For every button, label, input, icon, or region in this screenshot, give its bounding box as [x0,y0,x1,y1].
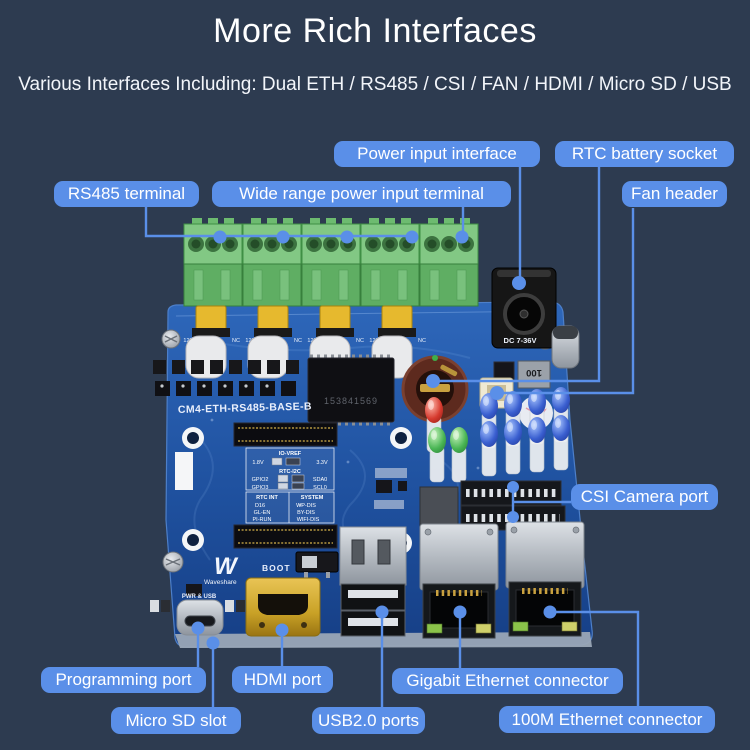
silk-nc: NC [418,338,426,344]
callout-line-fan-header [497,208,635,395]
label-rs485-terminal: RS485 terminal [54,181,199,207]
callout-dot-wide-range [455,230,469,244]
callout-dot-csi-2 [507,511,519,523]
inductor-marking: 100 [526,367,542,378]
callout-dots [191,230,557,650]
callout-lines [144,167,640,707]
silk-pi-run: PI-RUN [253,517,272,523]
callout-dot-rtc-battery [426,374,440,388]
small-ics [374,468,407,509]
label-programming-port: Programming port [41,667,206,693]
callout-dot-rs485-3 [340,230,354,244]
brand-text: Waveshare [204,579,237,586]
callout-dot-micro-sd [206,636,220,650]
label-hdmi-port: HDMI port [232,666,333,693]
transistor-array [153,360,299,396]
callout-dot-hdmi [275,623,289,637]
silk-nc: NC [294,338,302,344]
dc-jack [491,267,557,349]
led-blue [527,416,547,473]
boot-silk: BOOT [262,563,291,573]
silk-gpio3: GPIO3 [252,485,269,491]
silk-gl-en: GL-EN [254,510,271,516]
label-rtc-battery-socket: RTC battery socket [555,141,734,167]
callout-line-rs485 [144,207,413,238]
power-inductor: 100 [517,360,551,389]
boot-switch [295,551,339,578]
rs485-terminal-blocks [183,217,479,307]
waveshare-logo: W Waveshare [204,553,239,586]
capacitor [551,325,580,369]
bottom-passives [150,584,245,612]
silk-by-dis: BY-DIS [297,510,315,516]
brand-mark: W [214,553,239,580]
silk-scl0: SCL0 [313,485,327,491]
silk-d16: D16 [255,503,265,509]
callout-dot-usb20 [375,605,389,619]
silk-gpio2: GPIO2 [252,477,269,483]
callout-dot-programming [191,621,205,635]
silk-wp-dis: WP-DIS [296,503,316,509]
label-usb20-ports: USB2.0 ports [312,707,425,734]
callout-dot-rs485-2 [276,230,290,244]
b2b-connector [233,524,338,549]
hdmi-connector [245,577,321,637]
callout-dot-rs485-1 [213,230,227,244]
callout-dot-power-input [512,276,526,290]
usb-c-port [176,599,224,636]
callout-dot-rs485-4 [405,230,419,244]
callout-dot-gigabit [453,605,467,619]
label-csi-camera-port: CSI Camera port [571,484,718,510]
label-power-input-interface: Power input interface [334,141,540,167]
silk-nc: NC [356,338,364,344]
page-subtitle: Various Interfaces Including: Dual ETH /… [18,74,732,95]
b2b-connector [233,422,338,447]
silk-1v8: 1.8V [252,460,264,466]
silk-io-vref: IO-VREF [279,451,302,457]
power-terminal-block [419,217,479,307]
rj45-100m [506,522,584,636]
led-blue [503,418,523,475]
label-micro-sd-slot: Micro SD slot [111,707,241,734]
board-model-silk: CM4-ETH-RS485-BASE-B [178,400,312,416]
rtc-battery-socket [401,355,469,423]
usb-a-ports [339,526,407,637]
silk-system: SYSTEM [301,495,324,501]
audio-component [419,486,459,530]
isolator-chip: 153841569 [307,354,395,426]
terminal-block [242,217,302,307]
callout-line-rtc-battery [433,167,601,383]
cm4-connectors [233,422,338,549]
silk-sda0: SDA0 [313,477,327,483]
page-title: More Rich Interfaces [213,12,537,50]
callout-dot-csi-1 [507,481,519,493]
label-gigabit-ethernet-connector: Gigabit Ethernet connector [392,668,623,694]
led-green [449,426,469,483]
silk-3v3: 3.3V [316,460,328,466]
silk-rtc-i2c: RTC-I2C [279,469,301,475]
led-green [427,426,447,483]
regulator-ic [493,361,515,380]
label-100m-ethernet-connector: 100M Ethernet connector [499,706,715,733]
silk-wifi-dis: WIFI-DIS [297,517,320,523]
dc-rating-silk: DC 7-36V [504,336,537,345]
callout-dot-fan-header [490,386,504,400]
silk-rtc-int: RTC INT [256,495,278,501]
label-fan-header: Fan header [622,181,727,207]
led-blue [551,414,571,471]
white-label [175,452,193,490]
jumper-tables: IO-VREF 1.8V 3.3V RTC-I2C GPIO2 SDA0 GPI… [245,447,335,524]
led-blue [479,420,499,477]
silk-nc: NC [232,338,240,344]
callout-dot-100m [543,605,557,619]
label-wide-range-power-input-terminal: Wide range power input terminal [212,181,511,207]
chip-marking: 153841569 [324,396,378,406]
terminal-block [301,217,361,307]
terminal-block [183,217,243,307]
usbc-silk: PWR & USB [182,594,217,600]
callout-line-100m [550,610,640,706]
